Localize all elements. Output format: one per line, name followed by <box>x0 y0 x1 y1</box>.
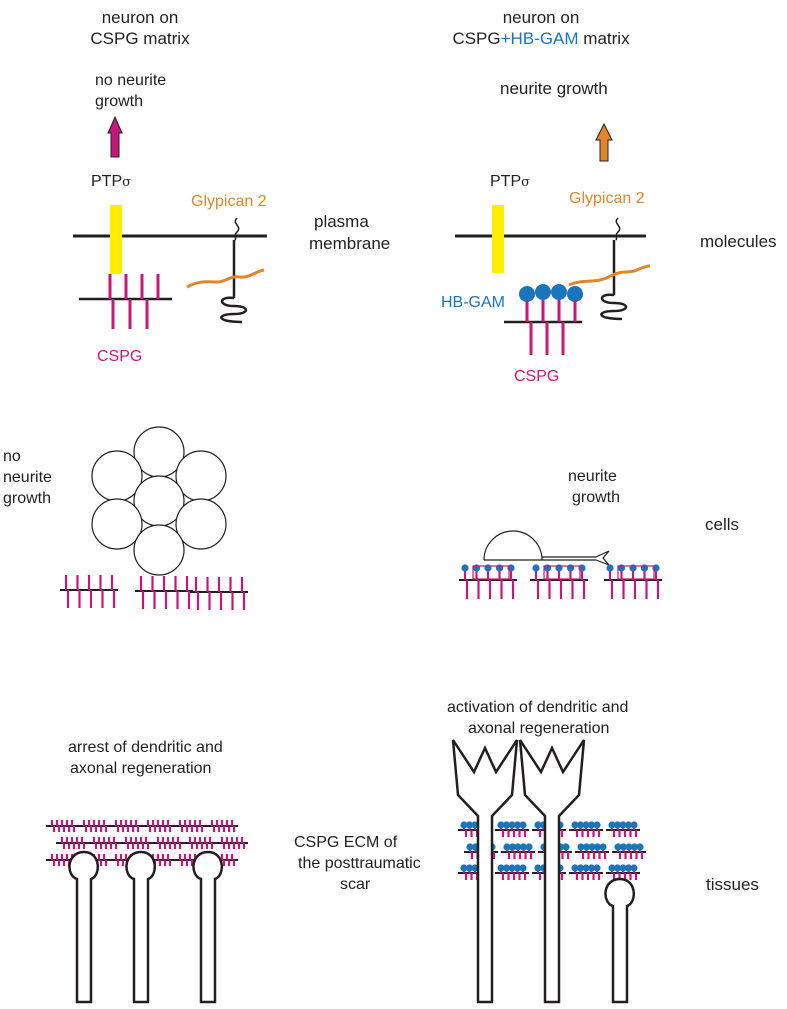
cspg-molecule <box>504 300 582 355</box>
cspg-hbgam-unit <box>604 564 662 599</box>
cspg-unit <box>152 837 184 849</box>
cspg-unit <box>135 576 193 609</box>
cspg-unit <box>174 820 206 832</box>
cspg-hbgam-matrix-units <box>459 564 662 599</box>
left-header-line-1: neuron on <box>102 8 179 27</box>
dendrite-icon <box>518 739 586 1004</box>
neurite-tip-icon <box>192 850 223 1004</box>
cspg-hbgam-unit <box>612 843 646 859</box>
cspg-unit <box>120 837 152 849</box>
neuron-cell-cluster <box>91 426 227 576</box>
scar-label-3: scar <box>340 876 371 893</box>
cspg-hbgam-unit <box>569 821 603 837</box>
cspg-unit <box>60 575 118 608</box>
neurite-tip-icon <box>68 850 99 1004</box>
hbgam-label: HB-GAM <box>441 294 505 311</box>
cspg-hbgam-unit <box>501 843 535 859</box>
cspg-hbgam-unit <box>495 864 529 880</box>
cspg-hbgam-unit <box>495 821 529 837</box>
cells-right-panel: neurite growth cells <box>459 468 739 599</box>
right-header: neuron on CSPG+HB-GAM matrix <box>452 8 630 48</box>
cspg-unit <box>56 837 88 849</box>
arrest-label-1: arrest of dendritic and <box>68 739 223 756</box>
growth-cone-icon <box>595 550 610 566</box>
left-header-line-2: CSPG matrix <box>90 29 190 48</box>
no-neurite-growth-label-1: no neurite <box>95 72 166 89</box>
glypican-2-molecule <box>568 217 651 321</box>
row-label-molecules: molecules <box>700 232 777 251</box>
cspg-unit <box>206 820 238 832</box>
neurite-tip-icon <box>604 877 635 1004</box>
cspg-hbgam-unit <box>530 564 588 599</box>
cspg-label: CSPG <box>514 368 559 385</box>
right-header-hbgam: +HB-GAM <box>501 29 579 48</box>
ptp-sigma-receptor <box>110 205 122 274</box>
no-neurite-growth-label-2: growth <box>95 93 143 110</box>
up-arrow-icon <box>107 115 123 158</box>
row-label-cells: cells <box>705 515 739 534</box>
right-header-cspg: CSPG <box>452 29 500 48</box>
glypican-2-label: Glypican 2 <box>191 193 267 210</box>
cspg-unit <box>184 837 216 849</box>
right-header-line-1: neuron on <box>503 8 580 27</box>
cells-neurite-growth-label-2: growth <box>572 489 620 506</box>
tissues-right-panel: activation of dendritic and axonal regen… <box>447 699 759 1004</box>
activation-label-2: axonal regeneration <box>468 720 609 737</box>
right-header-matrix: matrix <box>579 29 631 48</box>
neurite-growth-label: neurite growth <box>500 79 608 98</box>
cspg-unit <box>46 820 78 832</box>
cspg-hbgam-unit <box>606 864 640 880</box>
cspg-hbgam-unit <box>606 821 640 837</box>
ptp-sigma-label: PTPσ <box>91 173 131 190</box>
hbgam-molecules <box>519 284 583 302</box>
dendrite-icon <box>451 739 519 1004</box>
scar-label-2: the posttraumatic <box>298 855 421 872</box>
plasma-membrane-label-2: membrane <box>309 234 390 253</box>
cspg-unit <box>216 837 248 849</box>
molecules-left-panel: no neurite growth PTPσ Glypican 2 CSPG <box>73 72 390 365</box>
cspg-unit <box>190 577 248 610</box>
cspg-matrix-units <box>60 575 248 610</box>
glypican-2-label: Glypican 2 <box>569 190 645 207</box>
left-header: neuron on CSPG matrix <box>90 8 190 48</box>
cells-neurite-label: neurite <box>3 469 52 486</box>
cells-neurite-growth-label-1: neurite <box>568 468 617 485</box>
neurite-tip-icon <box>125 850 156 1004</box>
cells-growth-label: growth <box>3 490 51 507</box>
cspg-label: CSPG <box>97 348 142 365</box>
cspg-unit <box>142 820 174 832</box>
tissues-center-label: CSPG ECM of the posttraumatic scar <box>294 834 421 893</box>
cspg-molecule <box>79 274 172 329</box>
cspg-unit <box>78 820 110 832</box>
extending-neuron <box>483 530 596 561</box>
cspg-unit <box>110 820 142 832</box>
right-header-line-2: CSPG+HB-GAM matrix <box>452 29 630 48</box>
plasma-membrane-label-1: plasma <box>314 212 369 231</box>
cspg-hbgam-unit <box>459 564 517 599</box>
up-arrow-icon <box>595 122 613 162</box>
cells-left-panel: no neurite growth <box>3 426 248 610</box>
scar-label-1: CSPG ECM of <box>294 834 398 851</box>
molecules-right-panel: neurite growth PTPσ Glypican 2 HB-GAM <box>441 79 777 385</box>
ptp-sigma-label: PTPσ <box>490 173 530 190</box>
glypican-2-molecule <box>186 217 265 324</box>
ptp-sigma-receptor <box>492 205 504 273</box>
cspg-hbgam-unit <box>569 864 603 880</box>
cells-no-label: no <box>3 448 21 465</box>
activation-label-1: activation of dendritic and <box>447 699 628 716</box>
tissues-left-panel: arrest of dendritic and axonal regenerat… <box>46 739 248 1004</box>
arrest-label-2: axonal regeneration <box>70 760 211 777</box>
row-label-tissues: tissues <box>706 875 759 894</box>
cspg-unit <box>88 837 120 849</box>
cspg-hbgam-unit <box>575 843 609 859</box>
